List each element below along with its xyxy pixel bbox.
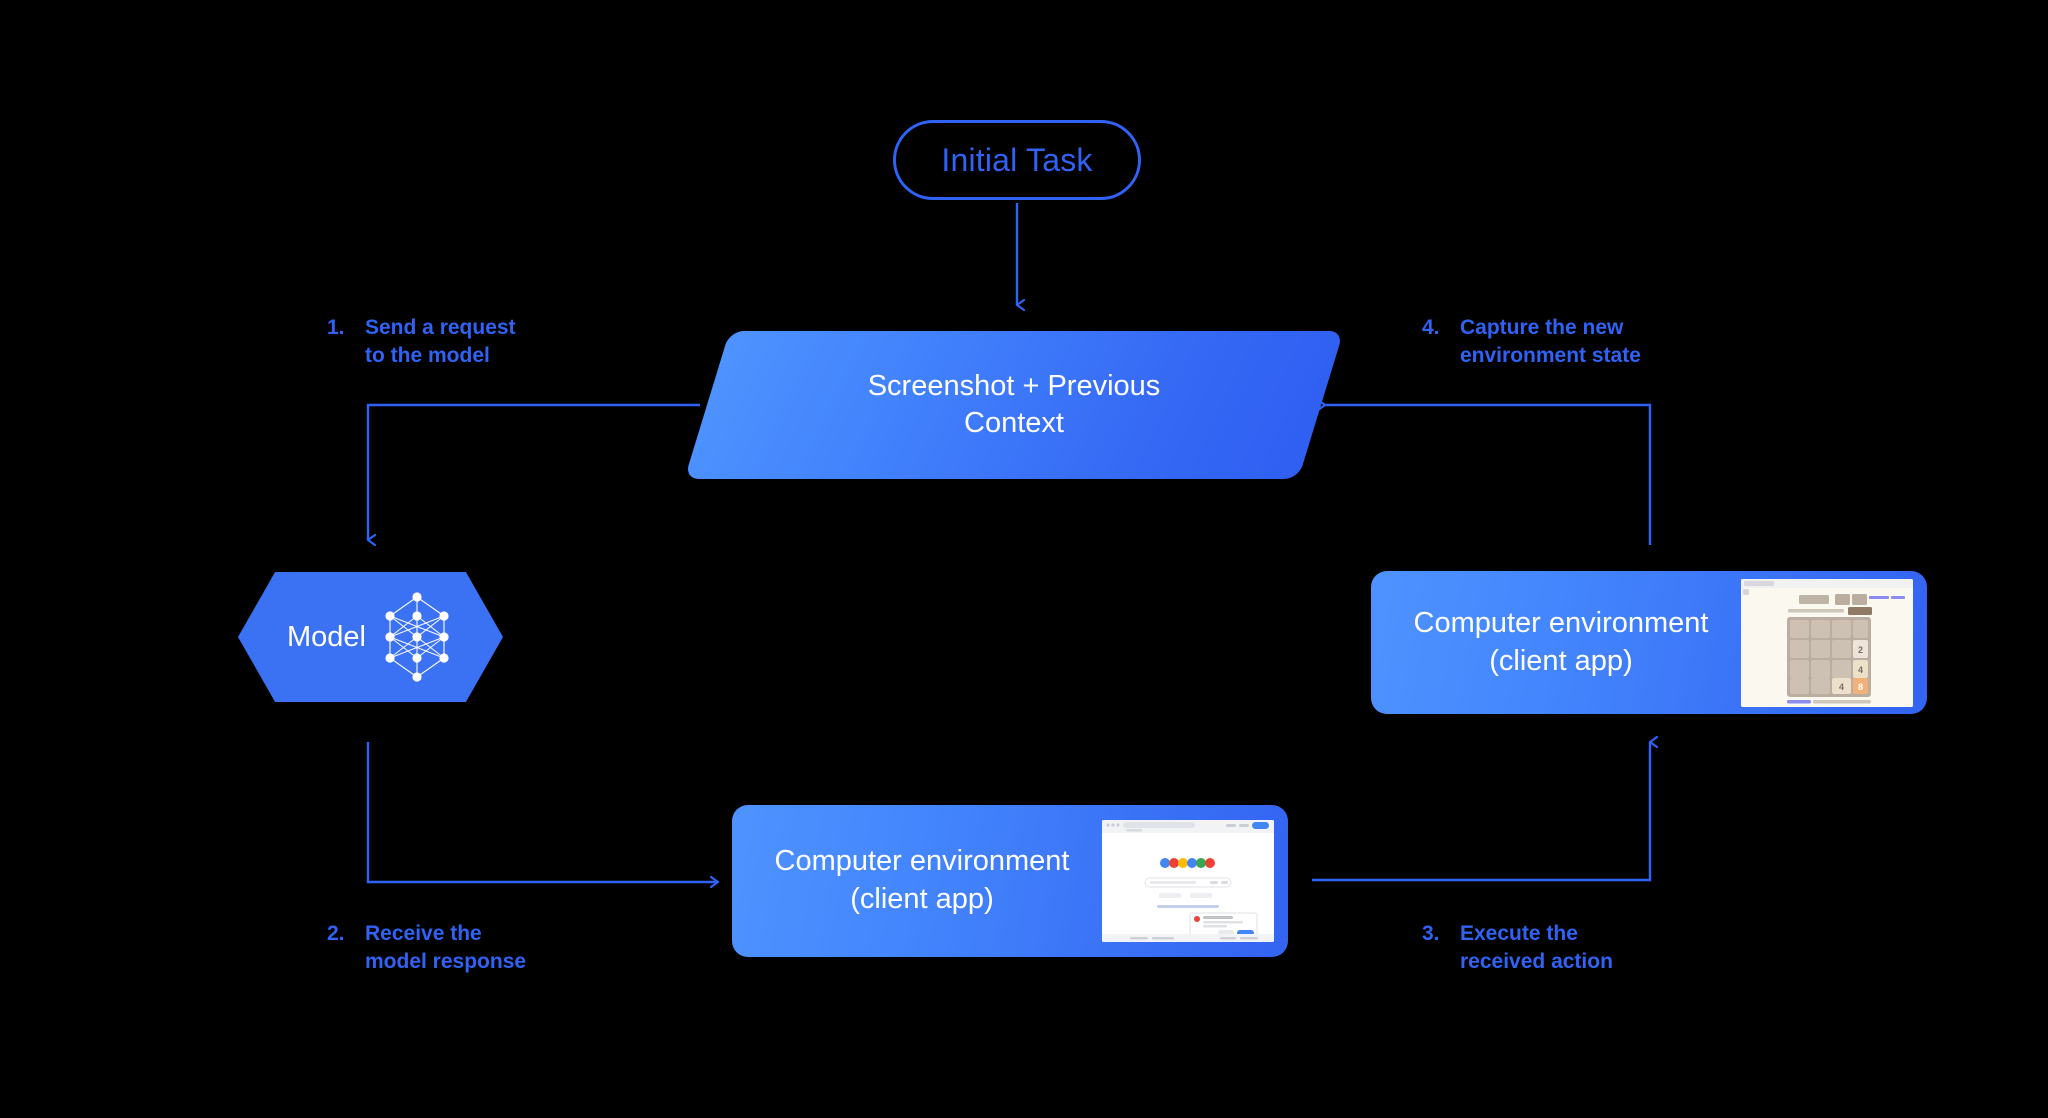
step-4-label: 4. Capture the new environment state [1422, 314, 1641, 371]
screenshot-context-line-1: Screenshot + Previous [867, 369, 1161, 402]
connector-step-1 [366, 403, 700, 540]
step-2-line-2: model response [365, 950, 527, 974]
step-3-number: 3. [1422, 922, 1440, 945]
svg-text:4: 4 [1858, 665, 1863, 675]
step-1-number: 1. [327, 316, 345, 339]
step-4-number: 4. [1422, 316, 1440, 339]
initial-task-node[interactable]: Initial Task [893, 120, 1141, 200]
env-right-line-2: (client app) [1489, 644, 1633, 677]
computer-environment-right-node[interactable]: Computer environment (client app) [1371, 571, 1927, 714]
env-right-line-1: Computer environment [1413, 606, 1709, 639]
env-bottom-label: Computer environment (client app) [732, 843, 1102, 918]
svg-text:8: 8 [1858, 682, 1863, 692]
neural-network-icon [385, 592, 449, 682]
hexagon-shape [238, 572, 503, 702]
env-bottom-thumbnail-wrap [1102, 820, 1274, 942]
step-3-line-1: Execute the [1460, 922, 1578, 945]
step-4-line-1: Capture the new [1460, 316, 1624, 339]
step-1-label: 1. Send a request to the model [327, 314, 516, 371]
step-4-line-2: environment state [1460, 344, 1641, 368]
connector-step-3 [1312, 742, 1650, 882]
initial-task-label: Initial Task [941, 141, 1093, 178]
svg-text:4: 4 [1839, 682, 1844, 692]
env-bottom-line-1: Computer environment [774, 845, 1070, 878]
model-node[interactable]: Model [238, 572, 503, 702]
step-3-label: 3. Execute the received action [1422, 920, 1613, 977]
step-2-label: 2. Receive the model response [327, 920, 526, 977]
step-1-text: Send a request to the model [365, 314, 516, 371]
connector-step-2 [366, 742, 718, 882]
google-search-thumbnail [1102, 820, 1274, 942]
step-3-text: Execute the received action [1460, 920, 1613, 977]
env-bottom-line-2: (client app) [850, 883, 994, 915]
screenshot-context-line-2: Context [964, 407, 1064, 439]
env-right-thumbnail-wrap: 2 4 4 8 [1741, 578, 1913, 707]
step-1-line-1: Send a request [365, 316, 516, 339]
screenshot-context-node[interactable]: Screenshot + Previous Context [684, 331, 1344, 479]
env-right-label: Computer environment (client app) [1371, 605, 1741, 680]
step-2-number: 2. [327, 922, 345, 945]
2048-game-thumbnail: 2 4 4 8 [1741, 578, 1913, 707]
step-2-text: Receive the model response [365, 920, 526, 977]
connector-step-4 [1325, 405, 1652, 545]
step-1-line-2: to the model [365, 344, 490, 368]
step-4-text: Capture the new environment state [1460, 314, 1641, 371]
model-label: Model [287, 620, 366, 653]
screenshot-context-text: Screenshot + Previous Context [707, 331, 1321, 479]
step-3-line-2: received action [1460, 950, 1613, 974]
step-2-line-1: Receive the [365, 922, 482, 945]
svg-text:2: 2 [1858, 645, 1863, 655]
computer-environment-bottom-node[interactable]: Computer environment (client app) [732, 805, 1288, 957]
